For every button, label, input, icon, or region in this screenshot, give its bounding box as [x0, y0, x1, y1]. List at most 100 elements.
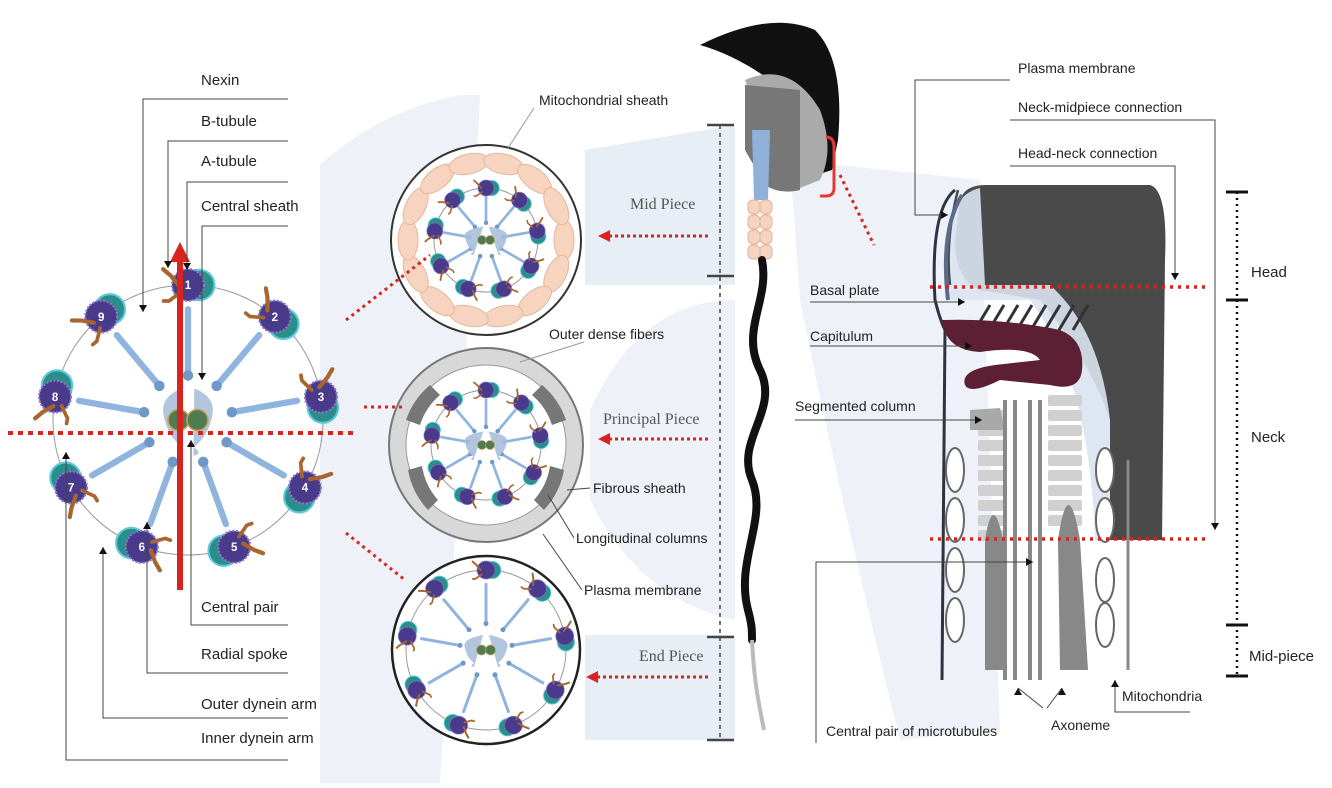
- central-pair-left: [477, 441, 486, 450]
- segment-left: [978, 485, 1004, 496]
- radial-spoke: [217, 335, 260, 386]
- central-pair-left: [477, 236, 486, 245]
- outer-dynein-arm: [517, 389, 518, 399]
- leader-b-tubule-tip: [164, 261, 172, 268]
- label-scale-neck: Neck: [1251, 430, 1285, 445]
- radial-spoke: [92, 442, 149, 475]
- label-neck-midpiece-connection: Neck-midpiece connection: [1018, 100, 1182, 114]
- leader-mito-sheath: [508, 108, 534, 148]
- label-central-pair: Central pair: [201, 600, 279, 615]
- segment-right: [1048, 425, 1082, 436]
- leader-inner-dynein-arm-tip: [62, 452, 70, 459]
- leader-mito-tip: [1111, 680, 1119, 687]
- leader-ax-tip1: [1014, 688, 1022, 695]
- spoke-head: [478, 254, 483, 259]
- sperm-mito: [760, 230, 772, 244]
- spoke-head: [490, 460, 495, 465]
- inner-dynein-arm: [553, 674, 554, 684]
- spoke-head: [478, 460, 483, 465]
- leader-outer-dynein-arm-tip: [99, 547, 107, 554]
- doublet-number: 3: [318, 392, 324, 404]
- label-central-pair-of-microtubules: Central pair of microtubules: [826, 724, 997, 738]
- doublet-number: 6: [139, 542, 145, 554]
- spoke-head: [139, 407, 150, 418]
- a-tubule: [424, 427, 440, 443]
- label-fibrous-sheath: Fibrous sheath: [593, 481, 686, 495]
- a-tubule: [427, 223, 443, 239]
- doublet-number: 9: [98, 312, 104, 324]
- spoke-head: [500, 627, 505, 632]
- end-piece-cross-section: [392, 556, 580, 744]
- doublet-number: 4: [302, 483, 309, 495]
- neck-mitochondrion: [1096, 448, 1114, 492]
- neck-mitochondrion: [1096, 603, 1114, 647]
- inner-dynein-arm: [532, 458, 533, 467]
- bg-band-principal: [590, 300, 735, 620]
- doublet-number: 5: [231, 542, 238, 554]
- label-inner-dynein-arm: Inner dynein arm: [201, 731, 314, 746]
- principal-piece-cross-section: [389, 348, 583, 542]
- radial-spoke: [150, 462, 173, 524]
- label-segmented-column: Segmented column: [795, 399, 916, 413]
- segment-left: [978, 455, 1004, 466]
- outer-dynein-arm: [72, 320, 94, 322]
- sperm-mito: [748, 230, 760, 244]
- mitochondrion: [398, 220, 418, 260]
- spoke-head: [472, 429, 477, 434]
- spoke-head: [474, 672, 479, 677]
- segment-right: [1048, 485, 1082, 496]
- radial-spoke: [227, 442, 284, 475]
- spoke-head: [458, 643, 463, 648]
- segment-right: [1048, 410, 1082, 421]
- segment-left: [978, 470, 1004, 481]
- leader-nexin-tip: [139, 305, 147, 312]
- label-plasma-membrane-section: Plasma membrane: [584, 583, 702, 597]
- doublet-number: 2: [272, 312, 278, 324]
- label-outer-dense-fibers: Outer dense fibers: [549, 327, 664, 341]
- spoke-head: [198, 457, 209, 468]
- neck-mitochondrion: [1096, 498, 1114, 542]
- flagellum: [745, 260, 765, 640]
- label-b-tubule: B-tubule: [201, 114, 257, 129]
- inner-dynein-arm: [301, 375, 312, 390]
- spoke-head: [227, 407, 238, 418]
- mitochondrion: [554, 220, 574, 260]
- a-tubule: [433, 258, 449, 274]
- central-pair-right: [486, 441, 495, 450]
- leader-nm-tip: [1211, 523, 1219, 530]
- inner-dynein-arm: [239, 523, 252, 536]
- sperm-mito: [748, 215, 760, 229]
- central-pair-right: [486, 236, 495, 245]
- label-nexin: Nexin: [201, 73, 239, 88]
- outer-dynein-arm: [266, 288, 268, 310]
- segment-left: [978, 440, 1004, 451]
- spoke-head: [144, 437, 155, 448]
- central-pair-right: [486, 645, 496, 655]
- a-tubule: [398, 627, 416, 645]
- neck-mitochondrion: [1096, 558, 1114, 602]
- neck-mitochondrion: [946, 548, 964, 592]
- sperm-mito: [760, 200, 772, 214]
- sperm-mito: [748, 245, 760, 259]
- spoke-head: [484, 425, 489, 430]
- label-scale-mid-piece: Mid-piece: [1249, 649, 1314, 664]
- spoke-head: [168, 457, 179, 468]
- outer-dynein-arm: [533, 574, 534, 586]
- leader-axoneme-1: [1018, 688, 1043, 708]
- spoke-head: [484, 221, 489, 226]
- inner-dynein-arm: [529, 252, 530, 261]
- sperm-mito: [760, 215, 772, 229]
- label-central-sheath: Central sheath: [201, 199, 299, 214]
- label-mid-piece: Mid Piece: [630, 197, 695, 213]
- spoke-head: [506, 661, 511, 666]
- central-pair-left: [477, 645, 487, 655]
- neck-mitochondrion: [946, 448, 964, 492]
- label-longitudinal-columns: Longitudinal columns: [576, 531, 708, 545]
- spoke-head: [183, 370, 194, 381]
- leader-hn-tip: [1171, 273, 1179, 280]
- doublet-number: 8: [52, 392, 59, 404]
- radial-spoke: [203, 462, 226, 524]
- label-radial-spoke: Radial spoke: [201, 647, 288, 662]
- label-capitulum: Capitulum: [810, 329, 873, 343]
